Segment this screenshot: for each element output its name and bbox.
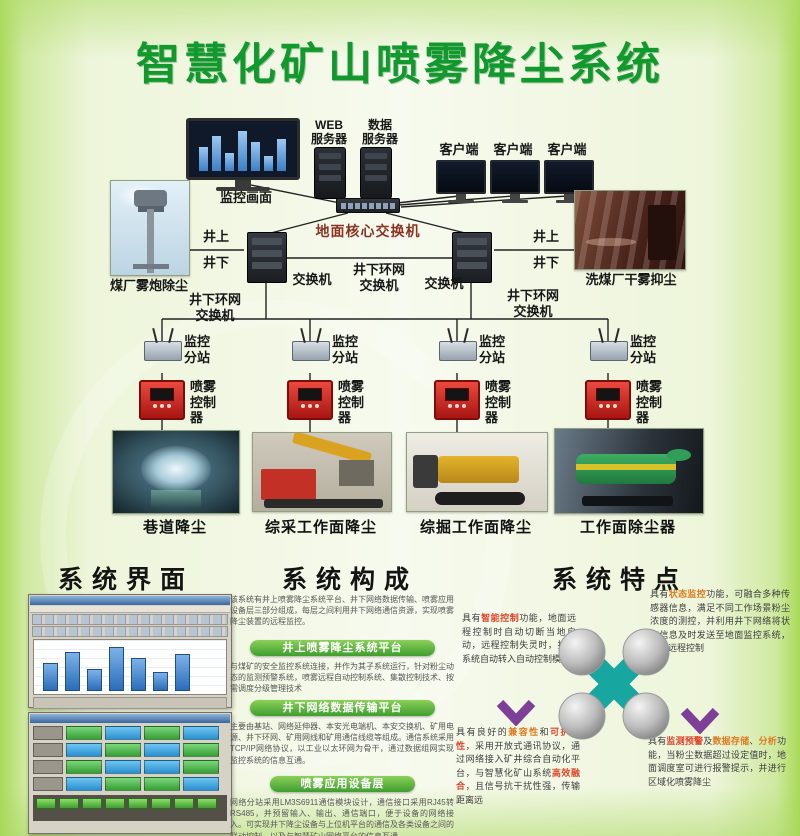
platform1-pill: 井上喷雾降尘系统平台 <box>250 640 435 656</box>
fog-cannon-scene <box>110 180 190 276</box>
feature-status-monitoring: 具有状态监控功能，可融合多种传感器信息，满足不同工作场景粉尘浓度的测控，并利用井… <box>650 589 790 653</box>
scene-caption-4: 工作面除尘器 <box>579 519 676 536</box>
controller-label-2: 喷雾控制器 <box>338 379 365 426</box>
features-cross-diagram <box>558 628 670 740</box>
platform1-text: 与煤矿的安全监控系统连接，并作为其子系统运行，针对粉尘动态的监测预警系统，喷雾远… <box>230 662 454 694</box>
scene-caption-1: 巷道降尘 <box>142 519 207 536</box>
surface-up-label-right: 井上 <box>532 229 559 244</box>
monitoring-screen-icon <box>186 118 300 191</box>
scene-caption-3: 综掘工作面降尘 <box>419 519 532 536</box>
screenshot2-row <box>33 743 227 757</box>
spray-controller-icon-1 <box>139 380 185 420</box>
substation-label-4: 监控分站 <box>630 334 657 365</box>
monitor-caption: 监控画面 <box>219 190 272 205</box>
web-server-label: WEB 服务器 <box>310 118 347 147</box>
screenshot-statusbar <box>33 697 227 709</box>
ring-switch-label-left: 井下环网交换机 <box>188 292 241 324</box>
ring-switch-label-right: 井下环网交换机 <box>506 288 559 320</box>
dry-fog-scene <box>574 190 686 270</box>
client-monitor-icon-1 <box>436 160 486 203</box>
client-monitor-icon-3 <box>544 160 594 203</box>
chevron-arrow-icon-right <box>680 708 720 734</box>
switch-icon-right <box>452 232 492 283</box>
screenshot-menubar <box>30 606 230 613</box>
spray-controller-icon-4 <box>585 380 631 420</box>
screenshot-titlebar <box>30 596 230 605</box>
chevron-arrow-icon-left <box>496 700 536 726</box>
screenshot-bar-chart <box>33 639 227 695</box>
surface-down-label-right: 井下 <box>532 255 559 270</box>
substation-icon-1 <box>144 327 182 361</box>
controller-label-4: 喷雾控制器 <box>636 379 663 426</box>
switch-label-left: 交换机 <box>292 272 332 287</box>
client-monitor-icon-2 <box>490 160 540 203</box>
screenshot2-titlebar <box>30 714 230 723</box>
controller-label-3: 喷雾控制器 <box>485 379 512 426</box>
composition-intro: 该系统有井上喷雾降尘系统平台、井下网络数据传输、喷雾应用设备层三部分组成，每层之… <box>230 595 454 627</box>
spray-controller-icon-2 <box>287 380 333 420</box>
client-label-1: 客户端 <box>439 142 479 157</box>
substation-icon-3 <box>439 327 477 361</box>
excavation-face-photo <box>406 432 548 512</box>
interface-screenshot-chart <box>28 594 232 709</box>
screenshot2-row <box>33 726 227 740</box>
core-switch-label: 地面核心交换机 <box>315 223 421 239</box>
data-server-label: 数据 服务器 <box>361 118 398 147</box>
dry-fog-caption: 洗煤厂干雾抑尘 <box>585 272 677 287</box>
screenshot2-row <box>33 777 227 791</box>
client-label-3: 客户端 <box>547 142 587 157</box>
screenshot-toolbar-row-2 <box>32 626 228 637</box>
data-server-icon <box>360 147 392 199</box>
poster-title: 智慧化矿山喷雾降尘系统 <box>136 39 664 90</box>
substation-label-1: 监控分站 <box>184 334 211 365</box>
fog-cannon-caption: 煤厂雾炮除尘 <box>109 278 188 293</box>
client-label-2: 客户端 <box>493 142 533 157</box>
substation-label-2: 监控分站 <box>332 334 359 365</box>
spray-controller-icon-3 <box>434 380 480 420</box>
feature-smart-control: 具有智能控制功能，地面远程控制时自动切断当地自动，远程控制失灵时，控制系统自动转… <box>462 613 576 664</box>
tunnel-photo <box>112 430 240 514</box>
section-title-composition: 系统构成 <box>282 567 419 594</box>
section-title-interface: 系统界面 <box>58 567 195 594</box>
substation-icon-4 <box>590 327 628 361</box>
dust-collector-photo <box>554 428 704 514</box>
mining-face-photo <box>252 432 392 512</box>
section-title-features: 系统特点 <box>552 567 689 594</box>
surface-down-label-left: 井下 <box>202 255 229 270</box>
scene-caption-2: 综采工作面降尘 <box>264 519 377 536</box>
platform2-pill: 井下网络数据传输平台 <box>250 700 435 716</box>
ring-switch-label-center: 井下环网交换机 <box>352 262 405 294</box>
web-server-icon <box>314 147 346 199</box>
substation-label-3: 监控分站 <box>479 334 506 365</box>
core-switch-icon <box>336 198 400 213</box>
surface-up-label-left: 井上 <box>202 229 229 244</box>
screenshot2-footer-panel <box>33 795 227 821</box>
screenshot-toolbar-row-1 <box>32 614 228 625</box>
platform3-text: 网络分站采用LM3S6911通信模块设计，通信接口采用RJ45转RS485，并预… <box>230 798 454 836</box>
controller-label-1: 喷雾控制器 <box>190 379 217 426</box>
switch-label-right: 交换机 <box>424 276 464 291</box>
platform3-pill: 喷雾应用设备层 <box>270 776 415 792</box>
platform2-text: 主要由基站、网络延伸器、本安光电端机、本安交换机、矿用电源、井下环网、矿用网线和… <box>230 722 454 765</box>
screenshot2-row <box>33 760 227 774</box>
interface-screenshot-table <box>28 712 232 834</box>
feature-alarm-storage: 具有监测预警及数据存储、分析功能，当粉尘数据超过设定值时，地面调度室可进行报警提… <box>648 736 786 787</box>
substation-icon-2 <box>292 327 330 361</box>
switch-icon-left <box>247 232 287 283</box>
